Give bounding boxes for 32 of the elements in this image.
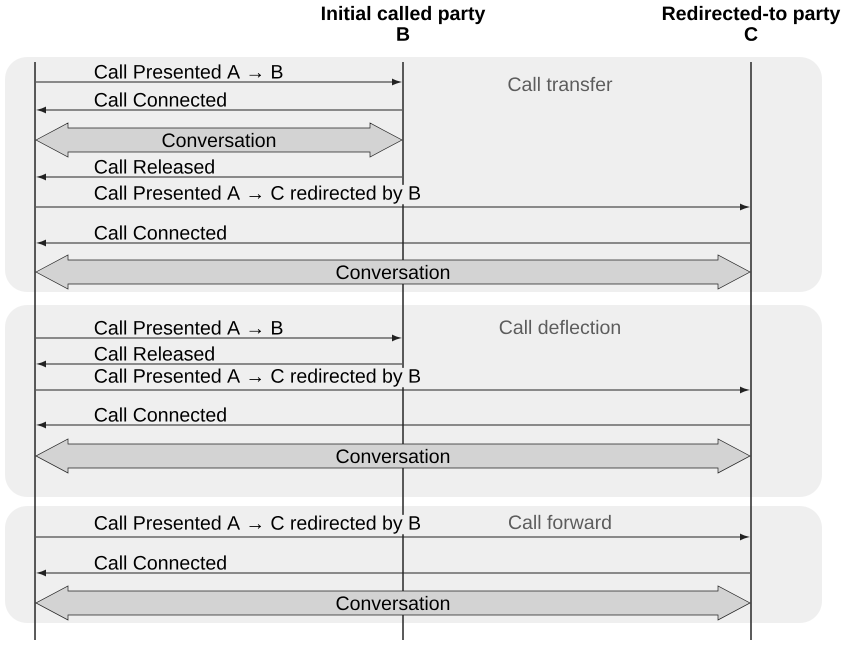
edge-label: Conversation bbox=[161, 132, 277, 148]
message-arrow bbox=[36, 204, 748, 210]
message-arrow bbox=[38, 360, 402, 368]
edge-label: Call Released bbox=[93, 158, 216, 174]
edge-label: Conversation bbox=[335, 595, 451, 611]
edge-label: Call Connected bbox=[93, 406, 228, 422]
edge-label: Call Presented A → C redirected by B bbox=[93, 184, 422, 204]
message-arrow bbox=[36, 78, 400, 86]
message-arrow bbox=[38, 106, 402, 114]
message-arrow bbox=[36, 534, 748, 540]
edge-label: Conversation bbox=[335, 448, 451, 464]
edge-label: Call Presented A → B bbox=[93, 320, 284, 336]
edge-label: Call Presented A → C redirected by B bbox=[93, 514, 422, 534]
lifeline: Redirected-to party C bbox=[662, 6, 840, 640]
edge-label: Call Released bbox=[93, 346, 216, 362]
node-label: Initial called party bbox=[322, 6, 486, 24]
node-label: C bbox=[744, 27, 758, 41]
edge-label: Call Presented A → C redirected by B bbox=[93, 368, 422, 388]
node-label: B bbox=[397, 27, 410, 41]
edge-label: Call Connected bbox=[93, 224, 228, 240]
edge-label: Call Presented A → B bbox=[93, 64, 284, 80]
message-arrow bbox=[38, 422, 750, 428]
node-label: Redirected-to party bbox=[662, 6, 840, 24]
message-arrow bbox=[36, 386, 748, 394]
edge-label: Conversation bbox=[335, 264, 451, 280]
message-arrow bbox=[38, 174, 402, 180]
message-arrow bbox=[38, 240, 750, 246]
edge-label: Call Connected bbox=[93, 554, 228, 570]
message-arrow bbox=[38, 570, 750, 576]
lifeline bbox=[34, 62, 36, 640]
message-arrow bbox=[36, 334, 400, 342]
edge-label: Call Connected bbox=[93, 92, 228, 108]
